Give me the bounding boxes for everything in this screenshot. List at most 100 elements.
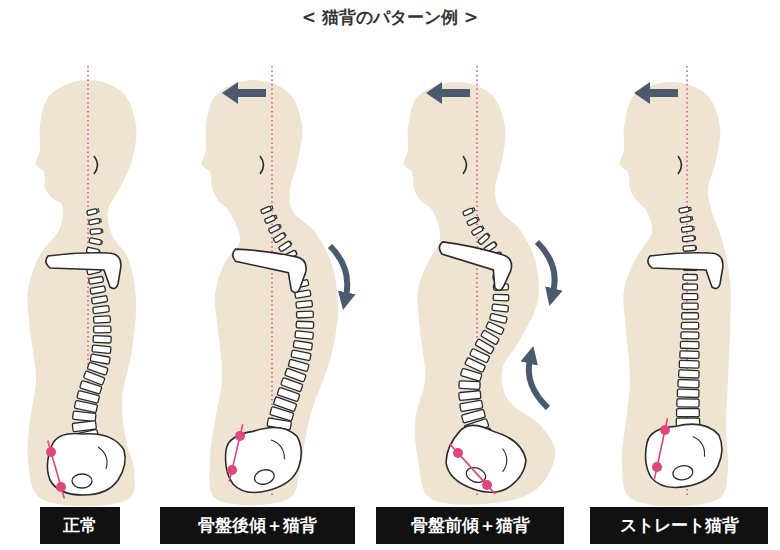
- vertebra: [273, 232, 287, 243]
- vertebra: [681, 332, 699, 339]
- ear-mark: [94, 156, 98, 174]
- landmark-dot: [453, 448, 463, 458]
- vertebra: [459, 391, 481, 401]
- vertebra: [460, 368, 482, 381]
- vertebra: [678, 379, 699, 387]
- posture-figure: [620, 66, 731, 506]
- vertebra-body: [492, 304, 509, 312]
- shoulder-girdle: [433, 238, 515, 292]
- vertebra: [679, 207, 692, 214]
- vertebra-body: [94, 326, 111, 333]
- vertebra-body: [681, 322, 698, 329]
- diagram-title: < 猫背のパターン例 >: [0, 6, 780, 29]
- pelvis-foramen: [253, 468, 276, 487]
- vertebra: [93, 316, 110, 323]
- vertebra-body: [296, 300, 313, 308]
- vertebra: [682, 303, 698, 309]
- vertebra-body: [296, 321, 314, 328]
- shoulder-girdle: [46, 253, 121, 289]
- label-box: 正常: [40, 507, 120, 544]
- vertebra: [459, 381, 480, 390]
- curve-arrow: [529, 360, 548, 408]
- vertebra-body: [682, 303, 698, 309]
- pelvis-ridge: [495, 449, 511, 473]
- vertebra: [492, 304, 509, 312]
- vertebra: [91, 296, 107, 305]
- posture-figure: [27, 66, 136, 506]
- vertebra-body: [463, 208, 474, 216]
- vertebra-body: [295, 331, 314, 340]
- vertebra-body: [89, 276, 104, 284]
- pelvis: [439, 418, 533, 502]
- vertebra: [682, 313, 699, 319]
- pelvis-ridge: [271, 438, 285, 462]
- shoulder-girdle: [648, 253, 723, 289]
- vertebra-body: [478, 233, 490, 245]
- landmark-dot: [46, 447, 56, 457]
- vertebra: [94, 326, 111, 333]
- vertebra-body: [93, 336, 111, 343]
- vertebra-body: [296, 311, 313, 318]
- vertebra: [682, 235, 695, 241]
- vertebra-body: [677, 389, 699, 397]
- pelvis-bone: [219, 420, 310, 500]
- vertebra: [92, 345, 111, 354]
- vertebra-body: [87, 209, 98, 216]
- vertebra: [261, 205, 274, 214]
- label-text: 骨盤後傾＋猫背: [198, 514, 317, 537]
- ear-mark: [260, 156, 264, 174]
- vertebra-body: [90, 286, 106, 294]
- vertebra: [677, 389, 699, 397]
- vertebra-body: [682, 235, 694, 241]
- landmark-dot: [56, 482, 66, 492]
- posture-figure: [202, 66, 338, 505]
- landmark-dot: [482, 480, 492, 490]
- vertebra-body: [681, 332, 699, 339]
- vertebra: [493, 294, 509, 301]
- vertebra: [677, 409, 700, 417]
- vertebra-body: [91, 296, 107, 305]
- vertebra-body: [490, 313, 508, 323]
- vertebra: [90, 286, 106, 294]
- vertebra-body: [459, 391, 481, 401]
- label-text: ストレート猫背: [620, 514, 739, 537]
- vertebra: [296, 311, 313, 318]
- forward-arrow: [426, 82, 470, 104]
- vertebra-body: [680, 341, 699, 348]
- vertebra: [478, 233, 491, 245]
- label-box: 骨盤前傾＋猫背: [376, 507, 564, 544]
- pelvis-foramen: [72, 474, 92, 488]
- vertebra: [93, 336, 111, 343]
- vertebra: [681, 226, 694, 233]
- vertebra: [463, 207, 476, 216]
- vertebra-body: [467, 217, 479, 226]
- vertebra: [683, 274, 697, 280]
- vertebra: [278, 240, 292, 252]
- vertebra-body: [677, 399, 699, 407]
- vertebra-body: [471, 226, 483, 236]
- vertebra: [490, 313, 508, 323]
- pelvis: [219, 420, 310, 500]
- vertebra-body: [264, 215, 276, 224]
- pelvis-bone: [641, 418, 728, 492]
- vertebra-body: [683, 245, 696, 251]
- curve-arrow: [330, 246, 347, 296]
- vertebra: [683, 284, 698, 290]
- pelvis-bone: [47, 433, 125, 495]
- label-box: ストレート猫背: [590, 507, 768, 544]
- vertebra-body: [459, 381, 480, 390]
- landmark-dot: [227, 465, 237, 475]
- ear-mark: [678, 156, 682, 174]
- vertebra-body: [679, 370, 700, 378]
- vertebra-body: [682, 294, 697, 300]
- vertebra: [87, 208, 100, 215]
- vertebra-body: [92, 345, 111, 354]
- pelvis: [47, 433, 125, 495]
- vertebra-body: [89, 238, 102, 245]
- pelvis-foramen: [672, 464, 694, 481]
- vertebra-body: [293, 340, 312, 350]
- vertebra-body: [682, 313, 699, 319]
- vertebra-body: [291, 350, 311, 361]
- vertebra: [296, 321, 314, 328]
